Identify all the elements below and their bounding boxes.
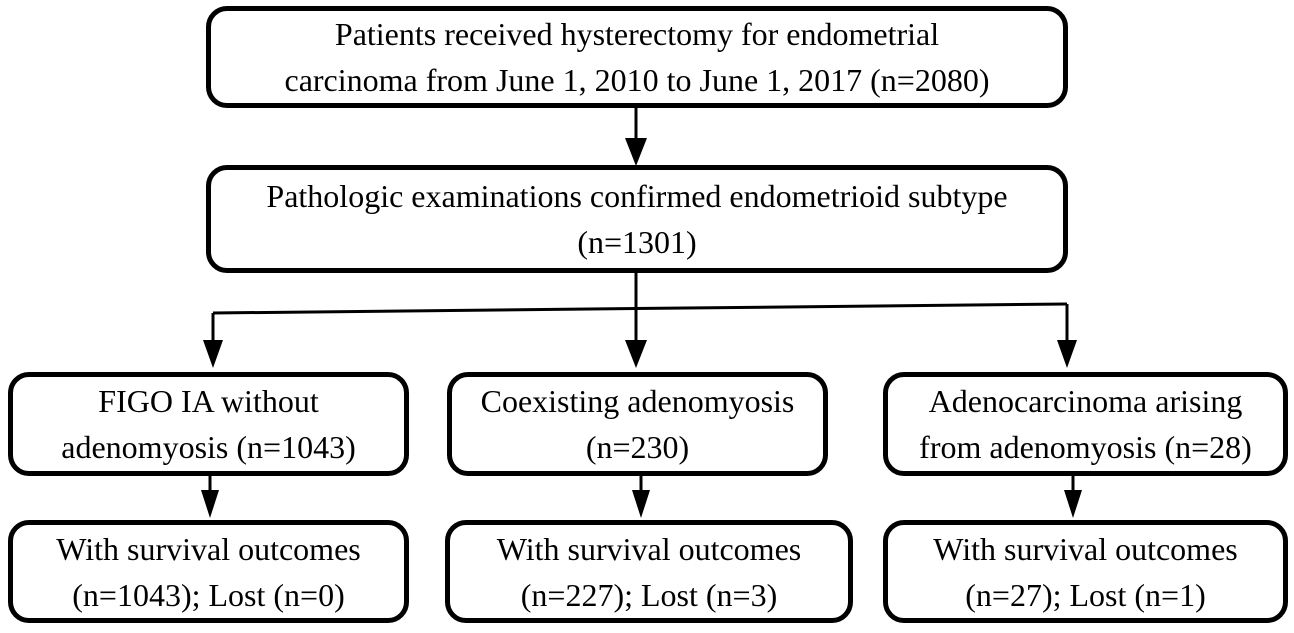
node-figo-survival-outcomes: With survival outcomes (n=1043); Lost (n… — [8, 520, 409, 623]
node-text-line: With survival outcomes — [496, 530, 802, 567]
edge-pathology-to-arising — [1057, 304, 1077, 368]
node-arising-survival-outcomes: With survival outcomes (n=27); Lost (n=1… — [883, 520, 1288, 623]
node-text-line: (n=1301) — [577, 224, 697, 260]
node-text-line: (n=1043); Lost (n=0) — [72, 576, 345, 613]
node-text-line: With survival outcomes — [56, 530, 361, 567]
edge-pathology-to-coexisting — [625, 340, 647, 368]
node-text-line: Pathologic examinations confirmed endome… — [266, 178, 1008, 214]
node-adenocarcinoma-arising: Adenocarcinoma arising from adenomyosis … — [883, 372, 1288, 476]
edge-pathology-branch-bar — [212, 273, 1068, 340]
node-figo-ia-without-adenomyosis: FIGO IA without adenomyosis (n=1043) — [8, 372, 409, 476]
node-text-line: adenomyosis (n=1043) — [61, 429, 356, 465]
node-text-line: (n=27); Lost (n=1) — [965, 576, 1206, 613]
node-text-line: carcinoma from June 1, 2010 to June 1, 2… — [284, 62, 990, 98]
node-text-line: FIGO IA without — [98, 383, 319, 419]
node-coexisting-survival-outcomes: With survival outcomes (n=227); Lost (n=… — [445, 520, 853, 623]
node-text-line: Coexisting adenomyosis — [480, 383, 795, 419]
node-text-line: (n=227); Lost (n=3) — [520, 576, 778, 613]
edge-coexisting-to-outcome — [632, 476, 650, 518]
node-text-line: (n=230) — [585, 429, 690, 465]
node-endometrioid-subtype: Pathologic examinations confirmed endome… — [206, 165, 1068, 273]
node-text-line: With survival outcomes — [933, 530, 1238, 567]
node-hysterectomy-patients: Patients received hysterectomy for endom… — [206, 6, 1068, 108]
node-text-line: Patients received hysterectomy for endom… — [334, 16, 940, 52]
node-coexisting-adenomyosis: Coexisting adenomyosis (n=230) — [447, 372, 828, 476]
node-text-line: Adenocarcinoma arising — [928, 383, 1243, 419]
node-text-line: from adenomyosis (n=28) — [919, 429, 1252, 465]
edge-figo-to-outcome — [201, 476, 219, 518]
edge-pathology-to-figo — [203, 313, 223, 368]
edge-arising-to-outcome — [1064, 476, 1082, 518]
edge-total-to-pathology — [625, 108, 647, 166]
